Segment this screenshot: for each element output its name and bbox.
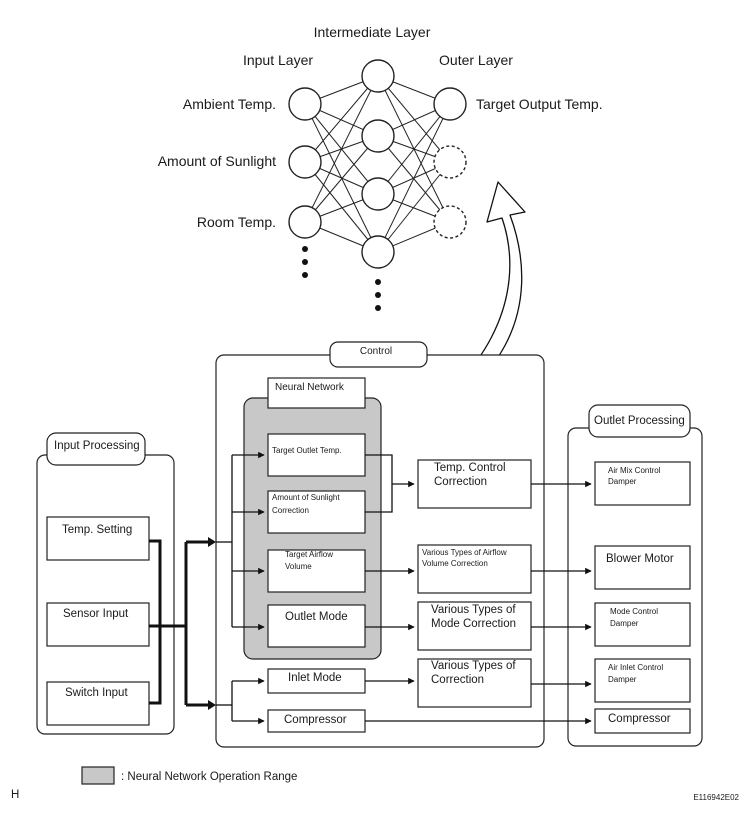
ellipsis-dot: [375, 305, 381, 311]
blower-motor-box: [594, 545, 691, 590]
bus-arrowhead: [208, 537, 216, 547]
input-layer-label: Input Layer: [243, 52, 313, 68]
airflow-correction-label: Various Types of Airflow: [422, 548, 507, 557]
ellipsis-dot: [302, 272, 308, 278]
control-feed-lines: [216, 451, 592, 725]
target-airflow-box: [267, 549, 366, 593]
air-inlet-damper-label: Air Inlet Control: [608, 663, 663, 672]
air-mix-damper-label: Air Mix Control: [608, 466, 661, 475]
mode-damper-label: Damper: [610, 619, 639, 628]
sunlight-correction-box: [267, 490, 366, 534]
inlet-correction-label: Various Types of: [431, 660, 516, 672]
nn-hidden-nodes: [361, 59, 395, 269]
sunlight-correction-label: Amount of Sunlight: [272, 493, 340, 502]
mode-correction-label: Mode Correction: [431, 618, 516, 630]
ellipsis-dot: [375, 279, 381, 285]
nn-hidden-node: [361, 119, 395, 153]
air-inlet-damper-box: [594, 658, 691, 703]
footer-left-code: H: [11, 789, 19, 801]
outlet-compressor-box: [594, 708, 691, 734]
nn-input-nodes: [288, 87, 322, 239]
neural-network-title-box: [267, 377, 366, 409]
nn-hidden-node: [361, 235, 395, 269]
sensor-input-box: [46, 602, 150, 647]
target-airflow-label: Volume: [285, 562, 312, 571]
input-processing-title-box: [46, 432, 146, 466]
inlet-mode-box: [267, 668, 366, 694]
temp-setting-box: [46, 516, 150, 561]
ellipsis-dot: [302, 246, 308, 252]
nn-input-node: [288, 87, 322, 121]
air-mix-damper-label: Damper: [608, 477, 637, 486]
nn-input-label: Ambient Temp.: [183, 96, 276, 112]
bus-arrowhead: [208, 700, 216, 710]
switch-input-label: Switch Input: [65, 687, 128, 699]
mode-correction-box: [417, 601, 532, 651]
nn-output-label: Target Output Temp.: [476, 96, 603, 112]
ellipsis-dot: [375, 292, 381, 298]
temp-control-correction-label: Correction: [434, 476, 487, 488]
outlet-processing-title: Outlet Processing: [594, 415, 685, 427]
outlet-mode-box: [267, 604, 366, 648]
temp-setting-label: Temp. Setting: [62, 524, 132, 536]
footer-right-code: E116942E02: [693, 793, 739, 802]
mode-damper-label: Mode Control: [610, 607, 658, 616]
nn-hidden-node: [361, 59, 395, 93]
nn-hidden-node: [361, 177, 395, 211]
nn-ellipsis-dots: [302, 246, 381, 311]
target-airflow-label: Target Airflow: [285, 550, 333, 559]
nn-output-node-dashed: [433, 205, 467, 239]
sunlight-correction-label: Correction: [272, 506, 309, 515]
outlet-processing-title-box: [588, 404, 691, 438]
sensor-input-label: Sensor Input: [63, 608, 129, 620]
mode-correction-label: Various Types of: [431, 604, 516, 616]
control-title-box: [329, 341, 428, 368]
temp-control-correction-label: Temp. Control: [434, 462, 506, 474]
inlet-correction-label: Correction: [431, 674, 484, 686]
control-compressor-label: Compressor: [284, 714, 347, 726]
nn-output-nodes: [433, 87, 467, 239]
airflow-correction-box: [417, 544, 532, 594]
input-processing-title: Input Processing: [54, 440, 140, 452]
nn-input-node: [288, 205, 322, 239]
intermediate-layer-label: Intermediate Layer: [314, 24, 431, 40]
ellipsis-dot: [302, 259, 308, 265]
outlet-mode-label: Outlet Mode: [285, 611, 348, 623]
airflow-correction-label: Volume Correction: [422, 559, 488, 568]
temp-control-correction-box: [417, 459, 532, 509]
switch-input-box: [46, 681, 150, 726]
neural-network-title: Neural Network: [275, 382, 345, 393]
nn-output-node: [433, 87, 467, 121]
mode-damper-box: [594, 602, 691, 647]
nn-input-label: Amount of Sunlight: [158, 153, 276, 169]
legend-swatch: [81, 766, 115, 785]
air-mix-damper-box: [594, 461, 691, 506]
nn-output-node-dashed: [433, 145, 467, 179]
nn-input-node: [288, 145, 322, 179]
inlet-correction-box: [417, 658, 532, 708]
target-outlet-temp-label: Target Outlet Temp.: [272, 446, 342, 455]
outer-layer-label: Outer Layer: [439, 52, 513, 68]
nn-connections: [304, 75, 451, 253]
input-bus-lines: [149, 539, 209, 707]
outlet-compressor-label: Compressor: [608, 713, 671, 725]
blower-motor-label: Blower Motor: [606, 553, 674, 565]
legend-label: : Neural Network Operation Range: [121, 771, 297, 783]
nn-input-label: Room Temp.: [197, 214, 276, 230]
target-outlet-temp-box: [267, 433, 366, 477]
inlet-mode-label: Inlet Mode: [288, 672, 342, 684]
control-title: Control: [360, 346, 392, 357]
air-inlet-damper-label: Damper: [608, 675, 637, 684]
